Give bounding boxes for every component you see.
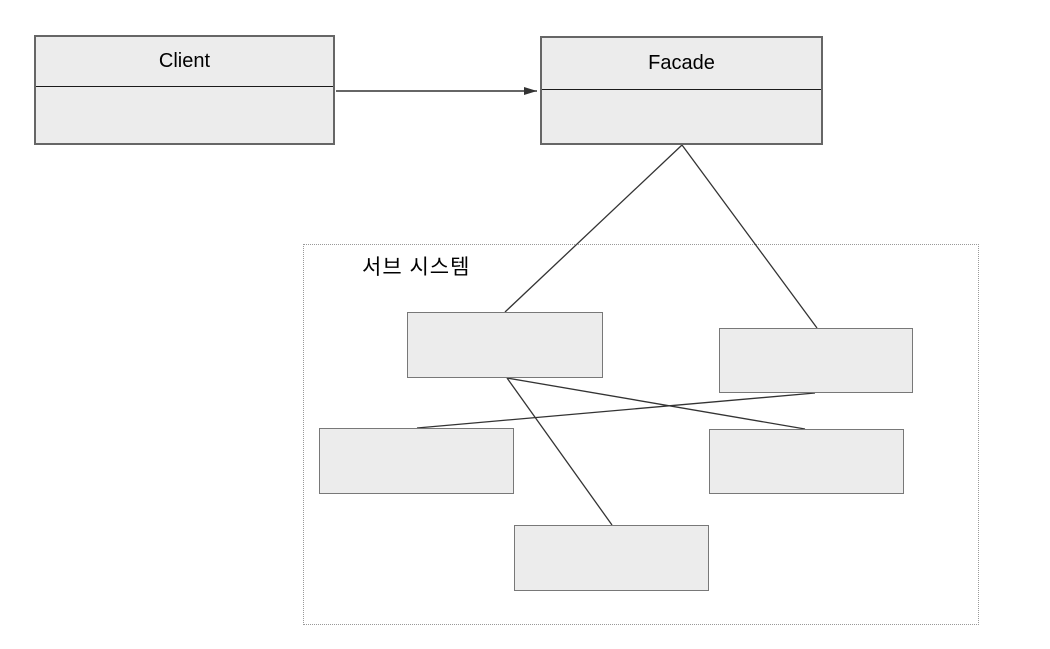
subsystem-box-4 [709,429,904,494]
edge-box-1-to-box-4 [506,377,806,430]
facade-class-box: Facade [540,36,823,145]
edge-facade-to-subsystem-box-2 [681,144,818,329]
subsystem-box-5 [514,525,709,591]
subsystem-dotted-container [303,244,979,625]
subsystem-box-1 [407,312,603,378]
subsystem-box-2 [719,328,913,393]
client-label: Client [158,50,211,72]
client-class-box: Client [34,35,335,145]
edge-facade-to-subsystem-box-1 [504,144,683,313]
edge-box-1-to-box-5 [506,377,613,526]
subsystem-label: 서브 시스템 [362,256,471,279]
facade-class-header: Facade [542,38,821,90]
edge-box-3-to-box-2 [416,392,816,429]
client-class-header: Client [36,37,333,87]
facade-label: Facade [648,52,715,74]
subsystem-box-3 [319,428,514,494]
